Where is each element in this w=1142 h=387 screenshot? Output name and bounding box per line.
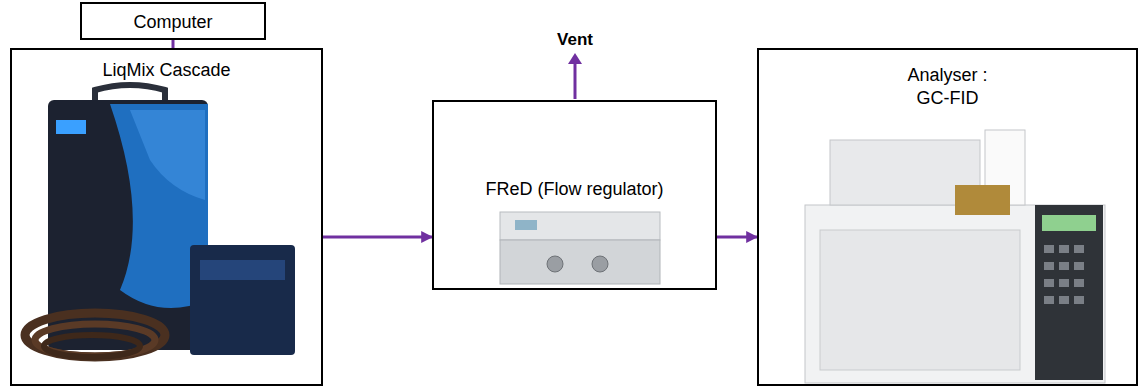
vent-arrow [568, 53, 582, 99]
fred-device [500, 212, 660, 284]
node-title: LiqMix Cascade [12, 59, 321, 82]
node-title: FReD (Flow regulator) [434, 178, 715, 201]
regulator-box: FReD (Flow regulator) [432, 100, 717, 290]
gc-fid-instrument [805, 130, 1105, 383]
computer-box: Computer [80, 2, 266, 40]
flow-arrow [323, 236, 432, 239]
flow-arrow [172, 40, 175, 48]
device-box: LiqMix Cascade [10, 48, 323, 386]
liqmix-device [25, 85, 295, 357]
node-title: Computer [82, 11, 264, 34]
vent-label: Vent [557, 30, 593, 50]
node-title: Analyser : GC-FID [900, 64, 996, 109]
analyser-box: Analyser : GC-FID [757, 48, 1138, 386]
flow-arrow [717, 236, 757, 239]
